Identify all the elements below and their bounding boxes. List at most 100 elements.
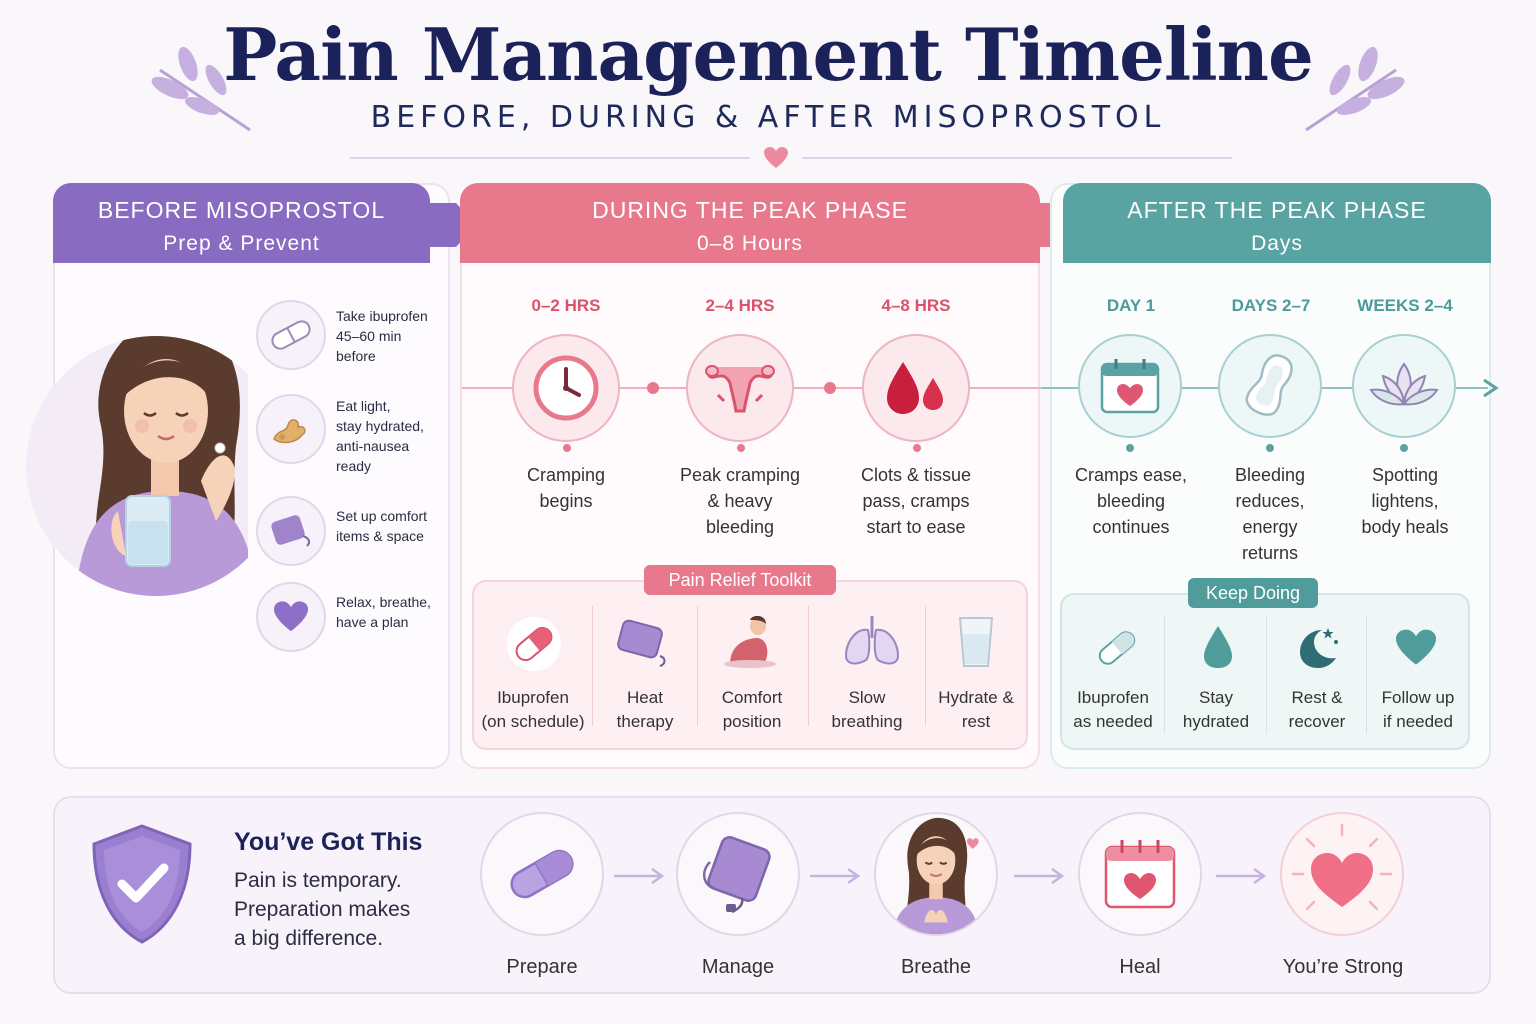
before-subtitle: Prep & Prevent	[163, 232, 320, 255]
keep-divider	[1164, 616, 1165, 734]
step-circle-heal	[1078, 812, 1202, 936]
prep-heatpad-circle	[256, 496, 326, 566]
divider-right	[802, 157, 1232, 159]
glowing-heart-icon	[1291, 823, 1393, 911]
woman-taking-pill-illustration	[26, 336, 248, 596]
during-stage-circle-3	[862, 334, 970, 442]
water-drop-icon	[1204, 626, 1232, 668]
before-header: BEFORE MISOPROSTOL Prep & Prevent	[53, 183, 430, 263]
heart-icon	[1396, 629, 1436, 665]
stage-dot	[1400, 444, 1408, 452]
calendar-icon	[1104, 840, 1176, 909]
step-arrow-icon	[614, 867, 665, 885]
prep-heart-circle	[256, 582, 326, 652]
breathing-woman-icon	[893, 817, 979, 934]
toolkit-divider	[592, 606, 593, 726]
heating-pad-icon	[617, 619, 666, 667]
shield-check-icon	[92, 824, 192, 944]
clock-icon	[533, 355, 599, 421]
stage-dot	[1266, 444, 1274, 452]
toolkit-divider	[808, 606, 809, 726]
after-stage-circle-1	[1078, 334, 1182, 438]
page-title: Pain Management Timeline	[223, 12, 1314, 97]
toolkit-divider	[925, 606, 926, 726]
lotus-icon	[1369, 362, 1439, 406]
pill-icon	[510, 849, 574, 899]
divider-heart-icon	[764, 147, 788, 168]
toolkit-item-5: Hydrate &rest	[938, 688, 1014, 731]
step-circle-manage	[676, 812, 800, 936]
step-circle-breathe	[874, 812, 998, 936]
blood-drops-icon	[887, 362, 943, 414]
divider-left	[350, 157, 750, 159]
after-stage-label-2: DAYS 2–7	[1231, 296, 1311, 315]
pad-icon	[1245, 354, 1293, 416]
moon-icon	[1300, 628, 1338, 668]
uterus-icon	[705, 365, 775, 413]
step-label-heal: Heal	[1119, 956, 1161, 978]
page-subtitle: BEFORE, DURING & AFTER MISOPROSTOL	[370, 100, 1166, 135]
stage-dot	[913, 444, 921, 452]
pill-icon	[1098, 631, 1136, 665]
step-label-breathe: Breathe	[900, 956, 972, 978]
during-header: DURING THE PEAK PHASE 0–8 Hours	[460, 183, 1040, 263]
timeline-dot	[647, 382, 659, 394]
during-stage-circle-1	[512, 334, 620, 442]
toolkit-title: Pain Relief Toolkit	[644, 565, 836, 595]
prep-ginger-circle	[256, 394, 326, 464]
heart-icon	[274, 601, 308, 632]
after-stage-label-3: WEEKS 2–4	[1357, 296, 1453, 315]
heating-pad-icon	[271, 515, 311, 547]
keep-item-3: Rest &recover	[1288, 688, 1346, 731]
lungs-icon	[844, 616, 900, 665]
left-leaf-sprig-icon	[151, 46, 251, 132]
during-stage-circle-2	[686, 334, 794, 442]
during-stage-label-2: 2–4 HRS	[705, 296, 775, 315]
pill-icon	[271, 320, 311, 350]
step-arrow-icon	[1014, 867, 1065, 885]
timeline-arrow-icon	[1483, 378, 1499, 398]
timeline-dot	[824, 382, 836, 394]
before-panel	[53, 183, 450, 769]
step-label-prepare: Prepare	[506, 956, 578, 978]
step-circle-prepare	[480, 812, 604, 936]
before-title: BEFORE MISOPROSTOL	[97, 197, 386, 223]
after-stage-circle-2	[1218, 334, 1322, 438]
comfort-position-icon	[724, 615, 776, 668]
calendar-icon	[1100, 359, 1160, 414]
ginger-icon	[273, 419, 306, 444]
bottom-title: You’ve Got This	[234, 828, 423, 856]
after-header: AFTER THE PEAK PHASE Days	[1063, 183, 1491, 263]
during-title: DURING THE PEAK PHASE	[592, 197, 908, 223]
keep-divider	[1266, 616, 1267, 734]
after-stage-label-1: DAY 1	[1106, 296, 1156, 315]
stage-dot	[1126, 444, 1134, 452]
prep-pill-circle	[256, 300, 326, 370]
heating-pad-icon	[702, 836, 771, 914]
step-circle-strong	[1280, 812, 1404, 936]
keep-divider	[1366, 616, 1367, 734]
water-glass-icon	[958, 617, 994, 667]
stage-dot	[563, 444, 571, 452]
right-leaf-sprig-icon	[1305, 46, 1405, 132]
after-title: AFTER THE PEAK PHASE	[1127, 197, 1427, 223]
step-arrow-icon	[810, 867, 861, 885]
step-label-manage: Manage	[701, 956, 775, 978]
stage-dot	[737, 444, 745, 452]
step-arrow-icon	[1216, 867, 1267, 885]
